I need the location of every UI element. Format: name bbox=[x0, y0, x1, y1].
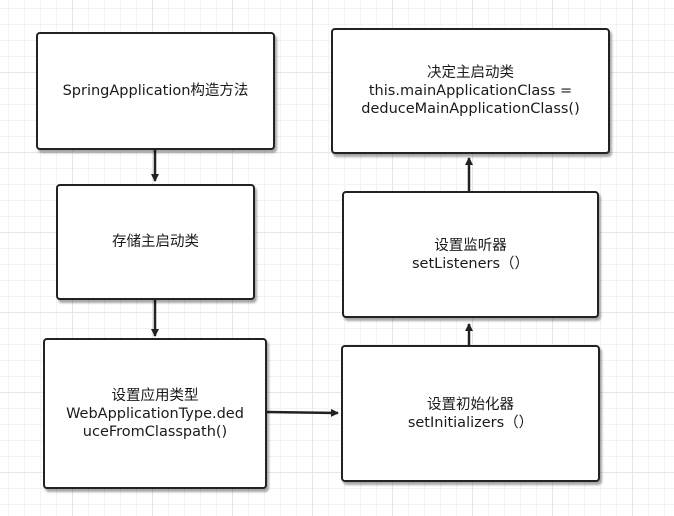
node-label: WebApplicationType.ded bbox=[66, 405, 244, 422]
node-label: 存储主启动类 bbox=[112, 234, 199, 250]
node-set-application-type: 设置应用类型 WebApplicationType.ded uceFromCla… bbox=[43, 338, 267, 489]
node-deduce-main-class: 决定主启动类 this.mainApplicationClass = deduc… bbox=[331, 28, 610, 154]
node-label: 决定主启动类 bbox=[427, 65, 514, 81]
node-label: setListeners（） bbox=[411, 255, 530, 272]
node-label: 设置初始化器 bbox=[427, 396, 514, 413]
node-label: 设置监听器 bbox=[434, 237, 507, 254]
node-label: SpringApplication构造方法 bbox=[62, 83, 249, 99]
node-label: deduceMainApplicationClass() bbox=[361, 101, 580, 117]
node-label: setInitializers（） bbox=[407, 414, 534, 431]
node-set-initializers: 设置初始化器 setInitializers（） bbox=[341, 345, 600, 482]
node-constructor: SpringApplication构造方法 bbox=[36, 32, 275, 150]
node-label: 设置应用类型 bbox=[111, 387, 199, 404]
node-label: uceFromClasspath() bbox=[82, 423, 228, 440]
node-store-main-class: 存储主启动类 bbox=[56, 184, 255, 300]
node-label: this.mainApplicationClass = bbox=[368, 83, 573, 99]
arrow-set-app-type-to-set-initializers bbox=[265, 408, 339, 417]
node-set-listeners: 设置监听器 setListeners（） bbox=[342, 191, 599, 318]
